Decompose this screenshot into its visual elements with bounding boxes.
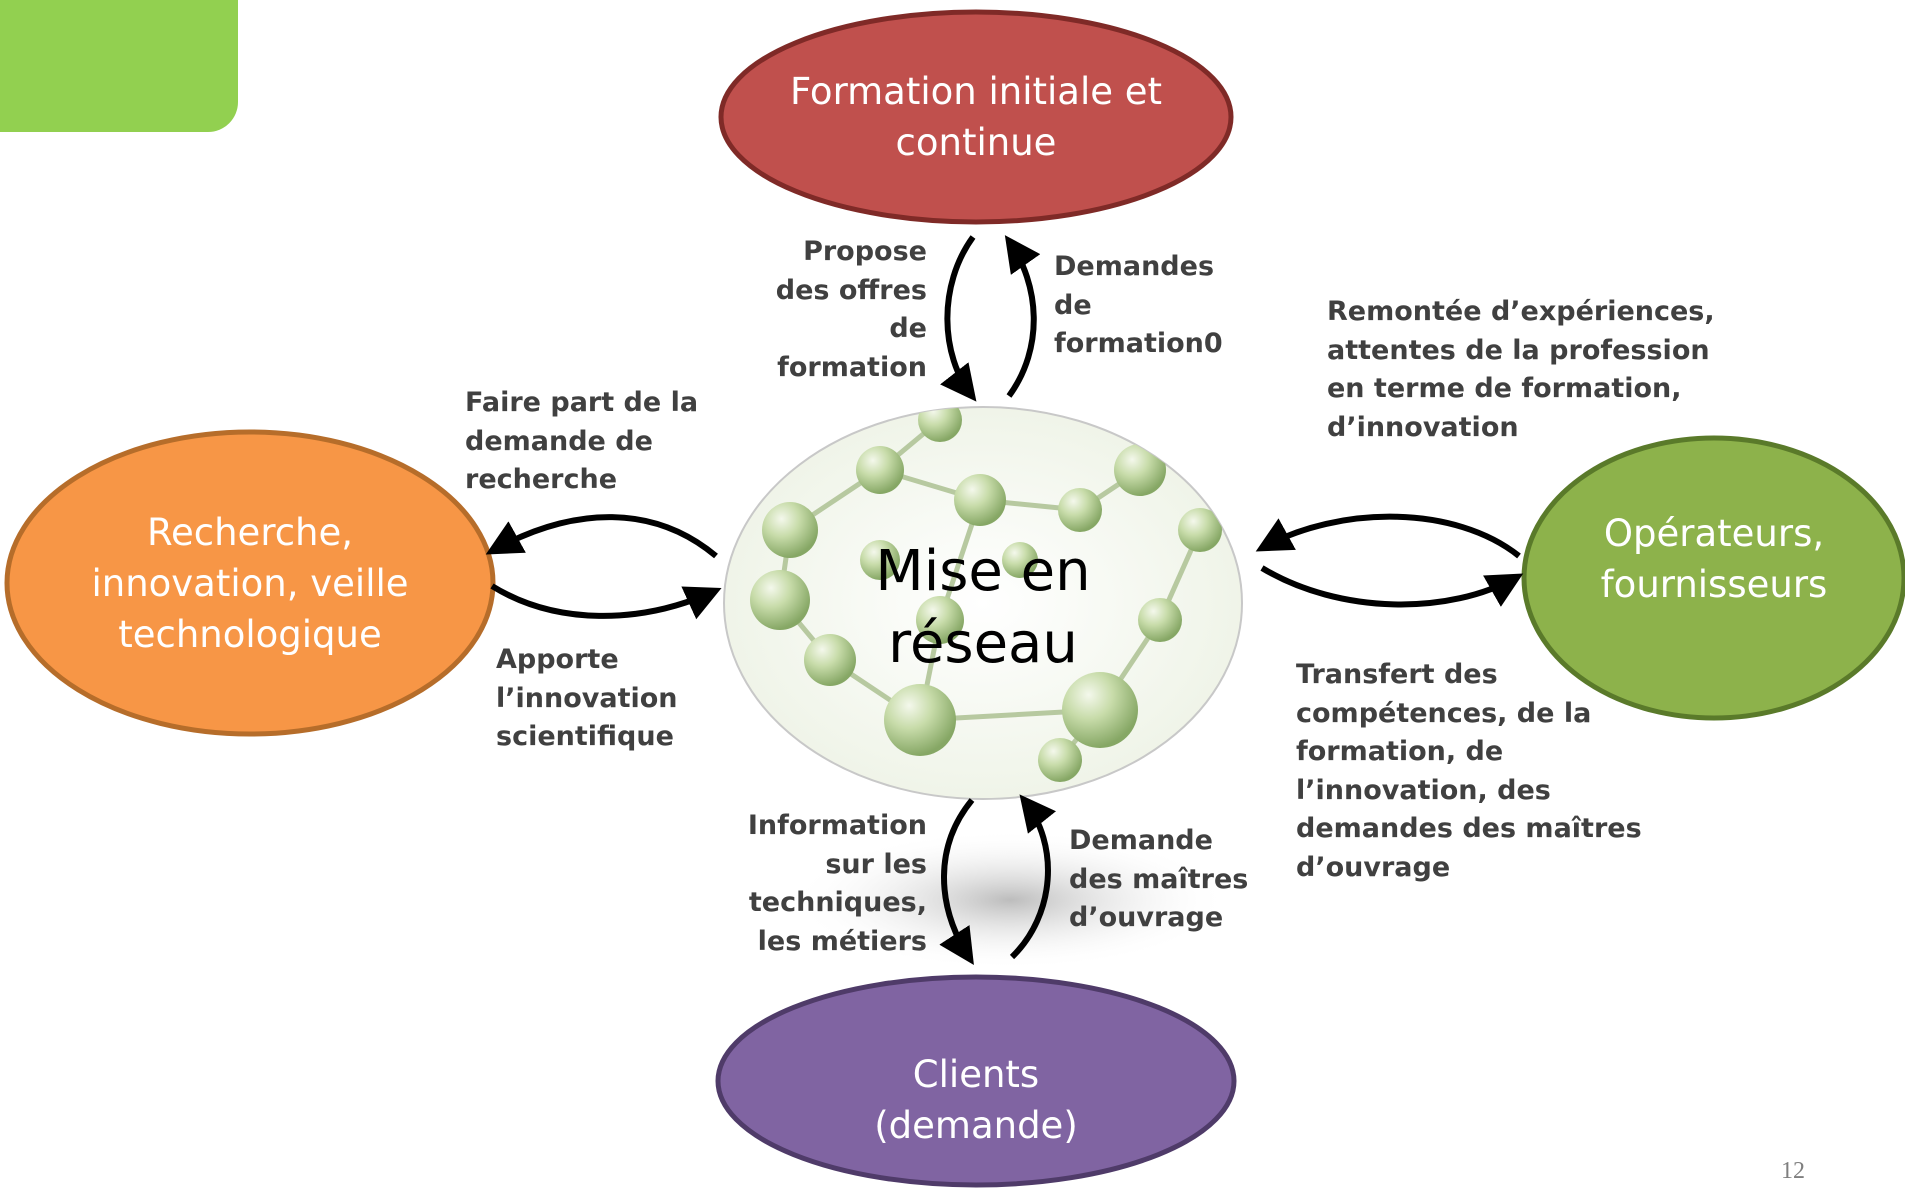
arrow-center-to-operateurs <box>1260 565 1524 608</box>
arrow-center-to-recherche <box>485 514 718 559</box>
center-label: Mise en réseau <box>875 539 1091 676</box>
arrow-recherche-to-center <box>490 583 722 620</box>
node-clients-label: Clients (demande) <box>874 1053 1078 1147</box>
node-recherche-label: Recherche, innovation, veille technologi… <box>91 510 409 656</box>
flow-label-remontee: Remontée d’expériences, attentes de la p… <box>1327 296 1715 443</box>
bottom-soft-shadow <box>790 830 1230 970</box>
arrow-operateurs-to-center <box>1255 513 1521 559</box>
arrow-formation-to-center <box>940 235 977 402</box>
arrow-center-to-formation <box>1004 235 1041 398</box>
node-operateurs-label: Opérateurs, fournisseurs <box>1600 512 1828 606</box>
node-clients-ellipse <box>715 974 1237 1188</box>
node-operateurs-ellipse <box>1521 435 1905 721</box>
corner-accent-tab <box>0 0 238 132</box>
page-number: 12 <box>1781 1158 1805 1184</box>
flow-label-apporte: Apporte l’innovation scientifique <box>496 644 678 752</box>
arrow-center-to-clients <box>939 798 975 966</box>
flow-label-demande-maitres: Demande des maîtres d’ouvrage <box>1069 825 1249 933</box>
flow-label-demandes-formation: Demandes de formation0 <box>1054 251 1223 359</box>
arrow-clients-to-center <box>1009 794 1057 960</box>
node-recherche-ellipse <box>4 429 496 737</box>
flow-label-information: Information sur les techniques, les méti… <box>747 810 927 957</box>
flow-label-transfert: Transfert des compétences, de la formati… <box>1296 659 1642 883</box>
molecule-illustration <box>750 407 1222 782</box>
flow-label-faire-part: Faire part de la demande de recherche <box>465 387 699 495</box>
node-formation-label: Formation initiale et continue <box>789 70 1163 164</box>
flow-label-propose: Propose des offres de formation <box>775 236 927 383</box>
node-formation-ellipse <box>718 9 1234 225</box>
